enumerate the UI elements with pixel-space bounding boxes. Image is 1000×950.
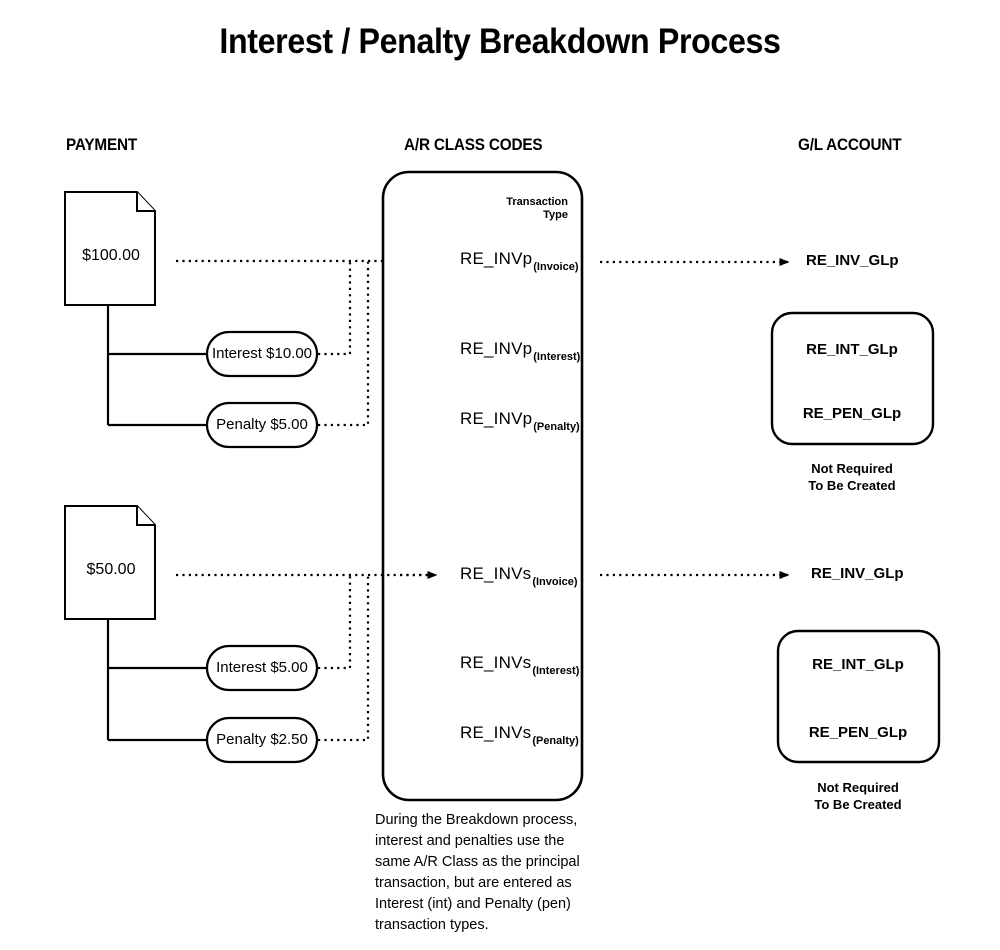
penalty-pill-2 — [205, 716, 319, 764]
ar-type-1-invoice: (Invoice) — [533, 261, 579, 273]
gl-note-1-line-2: To Be Created — [808, 478, 896, 493]
ar-row-2-penalty: RE_INVs(Penalty) — [460, 723, 579, 747]
payment-breakdown-tree-1 — [106, 305, 209, 427]
ar-code-2-penalty: RE_INVs — [460, 723, 532, 742]
ar-type-2-penalty: (Penalty) — [532, 735, 579, 747]
interest-label-1: Interest $10.00 — [211, 345, 313, 362]
ar-row-2-invoice: RE_INVs(Invoice) — [460, 564, 578, 588]
payment-document-2 — [64, 505, 156, 620]
penalty-label-2: Penalty $2.50 — [216, 731, 308, 748]
ar-code-1-interest: RE_INVp — [460, 339, 533, 358]
interest-pill-2 — [205, 644, 319, 692]
ar-row-1-invoice: RE_INVp(Invoice) — [460, 249, 579, 273]
penalty-pill-1 — [205, 401, 319, 449]
gl-interest-label-1: RE_INT_GLp — [806, 341, 898, 358]
transaction-type-header: Transaction Type — [470, 196, 568, 222]
gl-penalty-label-1: RE_PEN_GLp — [802, 405, 902, 422]
penalty-label-1: Penalty $5.00 — [216, 416, 308, 433]
payment-document-1 — [64, 191, 156, 306]
ar-type-2-interest: (Interest) — [532, 665, 580, 677]
ar-class-container — [381, 170, 584, 802]
gl-note-2-line-2: To Be Created — [814, 797, 902, 812]
ar-type-1-interest: (Interest) — [533, 351, 581, 363]
transaction-type-line-2: Type — [543, 209, 568, 221]
ar-type-2-invoice: (Invoice) — [532, 576, 578, 588]
gl-note-2: Not Required To Be Created — [778, 779, 938, 813]
payment-breakdown-tree-2 — [106, 619, 209, 742]
gl-interest-label-2: RE_INT_GLp — [812, 656, 904, 673]
column-header-ar-class: A/R CLASS CODES — [404, 135, 543, 154]
gl-invoice-label-2: RE_INV_GLp — [811, 565, 904, 582]
payment-amount-1: $100.00 — [82, 247, 140, 264]
ar-row-2-interest: RE_INVs(Interest) — [460, 653, 579, 677]
interest-label-2: Interest $5.00 — [216, 659, 308, 676]
gl-box-2 — [776, 629, 941, 764]
column-header-payment: PAYMENT — [66, 135, 138, 154]
ar-code-2-interest: RE_INVs — [460, 653, 532, 672]
gl-penalty-label-2: RE_PEN_GLp — [808, 724, 908, 741]
dotted-connectors-2 — [176, 573, 430, 742]
ar-row-1-interest: RE_INVp(Interest) — [460, 339, 580, 363]
ar-row-1-penalty: RE_INVp(Penalty) — [460, 409, 580, 433]
gl-note-2-line-1: Not Required — [817, 780, 899, 795]
column-header-gl-account: G/L ACCOUNT — [798, 135, 902, 154]
ar-type-1-penalty: (Penalty) — [533, 421, 580, 433]
process-caption: During the Breakdown process, interest a… — [375, 812, 580, 933]
gl-invoice-label-1: RE_INV_GLp — [806, 252, 899, 269]
interest-pill-1 — [205, 330, 319, 378]
transaction-type-line-1: Transaction — [506, 196, 568, 208]
ar-code-1-invoice: RE_INVp — [460, 249, 533, 268]
gl-note-1: Not Required To Be Created — [772, 460, 932, 494]
payment-amount-2: $50.00 — [86, 561, 136, 578]
page-title: Interest / Penalty Breakdown Process — [219, 22, 781, 61]
gl-note-1-line-1: Not Required — [811, 461, 893, 476]
ar-code-1-penalty: RE_INVp — [460, 409, 533, 428]
gl-box-1 — [770, 311, 935, 446]
ar-code-2-invoice: RE_INVs — [460, 564, 532, 583]
